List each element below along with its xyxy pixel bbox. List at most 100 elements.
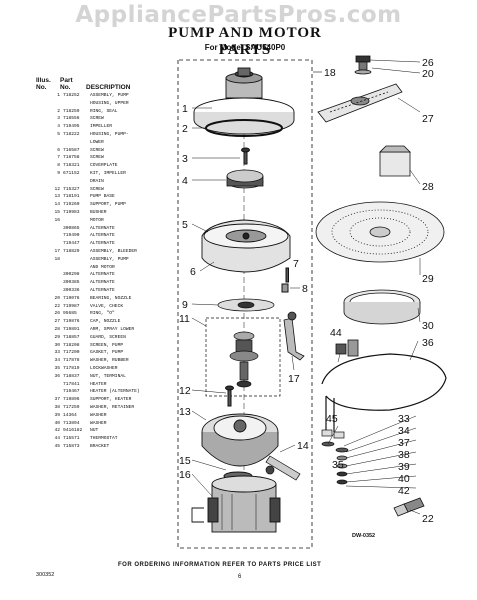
legend-part-number: 718829 (63, 249, 80, 254)
callout-8: 8 (302, 283, 308, 295)
coverplate (281, 283, 289, 293)
legend-description: GUARD, SCREEN (90, 334, 126, 340)
legend-illus-number: 36 (54, 373, 60, 379)
legend-illus-number: 14 (54, 202, 60, 208)
callout-30: 30 (422, 320, 434, 332)
legend-part-number: 716587 (63, 147, 80, 153)
legend-illus-number: 17 (54, 249, 60, 254)
legend-part-number: 719467 (63, 389, 80, 395)
legend-description: CAP, NOZZLE (90, 319, 121, 325)
legend-part-number: 719891 (63, 327, 80, 332)
legend-illus-number: 38 (54, 405, 60, 410)
legend-description: ALTERNATE (90, 233, 115, 239)
callout-40: 40 (398, 473, 410, 485)
callout-6: 6 (190, 266, 196, 278)
legend-description: ALTERNATE (90, 288, 115, 293)
legend-part-number: 717259 (63, 405, 80, 410)
legend-description: VALVE, CHECK (90, 303, 124, 309)
watermark: AppliancePartsPros.com (75, 2, 402, 28)
legend-illus-number: 7 (57, 155, 60, 161)
legend-description: ALTERNATE (90, 280, 115, 286)
legend-illus-number: 2 (57, 108, 60, 114)
legend-illus-number: 5 (57, 132, 60, 137)
legend-description: MOTOR (90, 217, 104, 223)
legend-part-number: 671152 (63, 171, 80, 176)
legend-description: LOCKWASHER (90, 366, 118, 371)
drawing-code: DW-0352 (352, 533, 376, 539)
thermostat (335, 339, 359, 357)
legend-description: WASHER (90, 420, 107, 426)
callout-42: 42 (398, 485, 410, 497)
legend-description: RING, SEAL (90, 108, 118, 114)
legend-part-number: 300336 (63, 288, 80, 293)
leader-lines (191, 59, 421, 515)
legend-description: SUPPORT, PUMP (90, 202, 126, 208)
legend-description: ALTERNATE (90, 272, 115, 278)
legend-description: ALTERNATE (90, 225, 115, 231)
callout-29: 29 (422, 273, 434, 285)
legend-part-number: 713894 (63, 420, 80, 426)
callout-22: 22 (422, 513, 434, 525)
legend-part-number: 719896 (63, 397, 80, 403)
legend-description: HEATER (90, 381, 107, 387)
legend-illus-number: 3 (57, 116, 60, 122)
legend-part-number: 718758 (63, 155, 80, 161)
page-title: PUMP AND MOTOR PARTS (168, 25, 322, 58)
legend-part-number: 717878 (63, 358, 80, 364)
legend-part-number: 718321 (63, 163, 80, 169)
legend-description: BEARING, NOZZLE (90, 295, 132, 301)
callout-11: 11 (179, 313, 190, 325)
legend-part-number: 9416182 (63, 428, 83, 434)
legend-description: PUMP BASE (90, 194, 115, 200)
callout-26: 26 (422, 57, 434, 69)
legend-part-number: 14364 (63, 412, 77, 418)
legend-description: SUPPORT, HEATER (90, 397, 132, 403)
legend-part-number: 300865 (63, 225, 80, 231)
callout-1: 1 (182, 103, 188, 115)
legend-part-number: 719260 (63, 202, 80, 208)
legend-description: GASKET, PUMP (90, 350, 124, 356)
screw-3 (241, 147, 250, 165)
legend-part-number: 719447 (63, 241, 80, 247)
legend-part-number: 719983 (63, 210, 80, 215)
legend-illus-number: 35 (54, 366, 60, 371)
callout-18: 18 (324, 67, 336, 79)
legend-part-number: 719495 (63, 124, 80, 130)
callout-13: 13 (179, 406, 191, 418)
legend-description: SCREEN, PUMP (90, 342, 124, 348)
legend-illus-number: 15 (54, 210, 60, 215)
legend-illus-number: 13 (54, 194, 60, 200)
legend-row: 300865 ALTERNATE (46, 226, 170, 232)
legend-illus-number: 27 (54, 319, 60, 325)
legend-illus-number: 45 (54, 444, 60, 449)
legend-row: HOUSING, UPPER (46, 101, 170, 107)
nozzle-cap (379, 145, 411, 177)
legend-illus-number: 12 (54, 186, 60, 192)
legend-description: SCREW (90, 186, 104, 192)
legend-part-number: 300385 (63, 280, 80, 286)
upper-pump-housing (193, 67, 295, 135)
callout-44: 44 (330, 327, 342, 339)
legend-row: LOWER (46, 140, 170, 146)
legend-part-number: 718837 (63, 373, 80, 379)
heater-hardware (321, 429, 349, 485)
legend-illus-number: 9 (57, 171, 60, 176)
